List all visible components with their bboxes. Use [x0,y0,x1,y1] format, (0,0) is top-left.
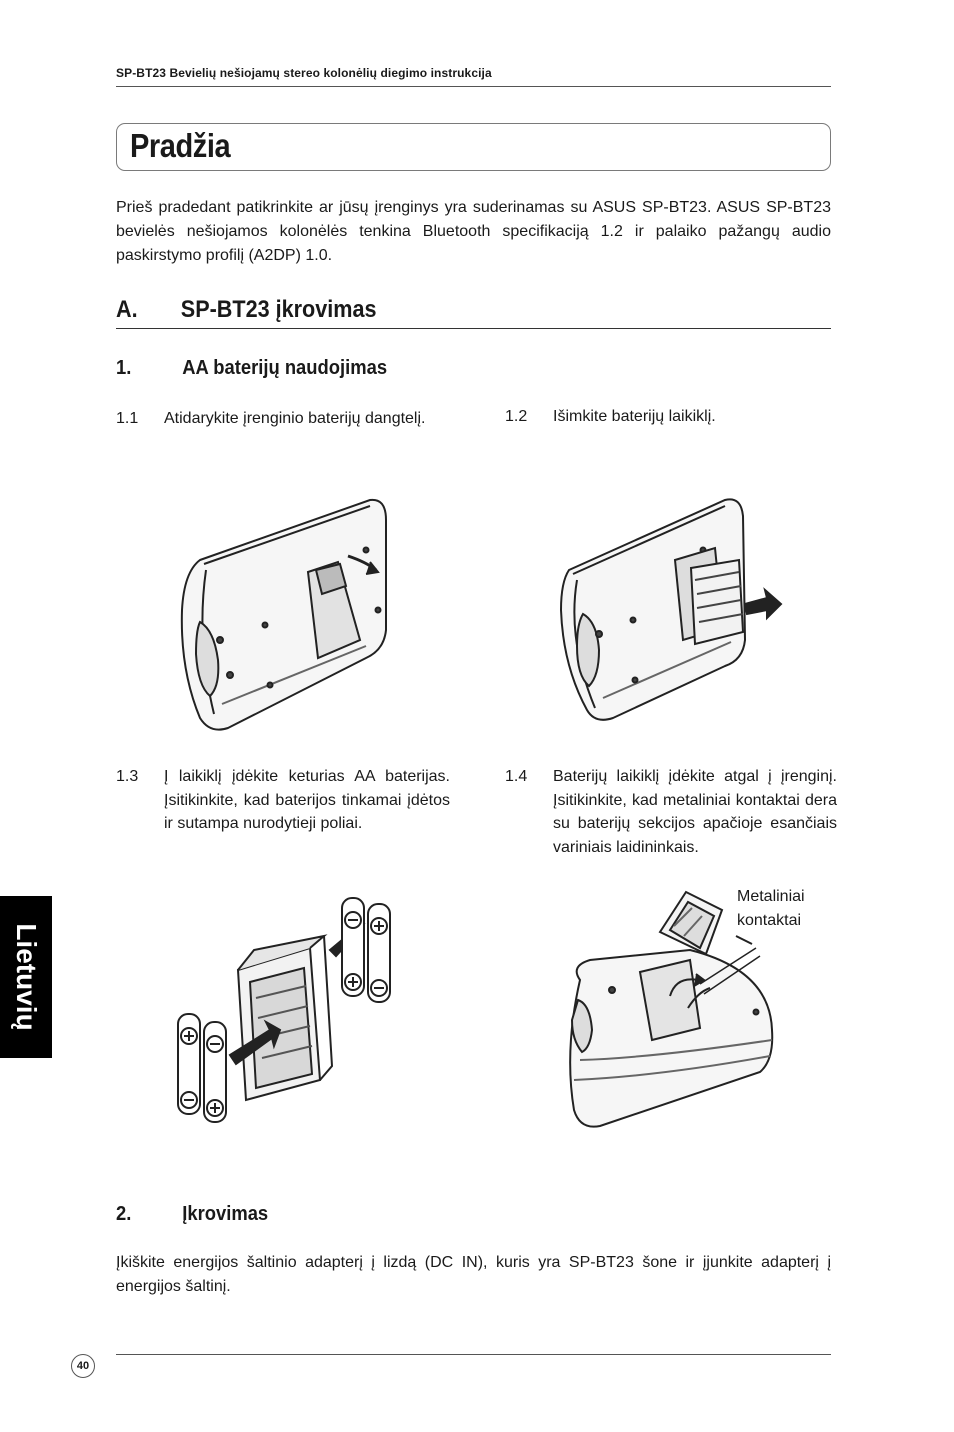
illustration-remove-holder [559,498,783,721]
section-a-heading: A. SP-BT23 įkrovimas [116,296,376,324]
illustration-reinsert-holder [569,890,774,1128]
language-tab: Lietuvių [0,896,52,1058]
header-divider [116,86,831,87]
subsection-1-heading: 1. AA baterijų naudojimas [116,357,387,380]
page-title: Pradžia [130,127,231,164]
step-text: Atidarykite įrenginio baterijų dangtelį. [164,410,426,427]
illustration-insert-batteries [177,897,391,1123]
charging-paragraph: Įkiškite energijos šaltinio adapterį į l… [116,1254,831,1295]
page-number: 40 [71,1354,95,1378]
subsection-2-title: Įkrovimas [182,1203,269,1225]
callout-metal-contacts: Metaliniai kontaktai [737,888,805,929]
step-number: 1.3 [116,768,139,785]
header-title: SP-BT23 Bevielių nešiojamų stereo kolonė… [116,66,492,80]
step-number: 1.2 [505,408,528,425]
subsection-2-heading: 2. Įkrovimas [116,1203,268,1226]
subsection-2-number: 2. [116,1203,132,1225]
step-text: Į laikiklį įdėkite keturias AA baterijas… [164,768,450,832]
footer-divider [116,1354,831,1355]
section-a-divider [116,328,831,329]
subsection-1-number: 1. [116,357,132,379]
step-number: 1.1 [116,410,139,427]
step-number: 1.4 [505,768,528,785]
section-a-number: A. [116,296,138,323]
section-a-title: SP-BT23 įkrovimas [180,296,377,323]
step-text: Išimkite baterijų laikiklį. [553,408,716,425]
page-title-box: Pradžia [116,123,831,171]
language-tab-label: Lietuvių [11,923,42,1031]
subsection-1-title: AA baterijų naudojimas [182,357,388,379]
step-text: Baterijų laikiklį įdėkite atgal į įrengi… [553,768,837,856]
illustration-open-cover [180,498,387,731]
intro-paragraph: Prieš pradedant patikrinkite ar jūsų įre… [116,199,831,264]
